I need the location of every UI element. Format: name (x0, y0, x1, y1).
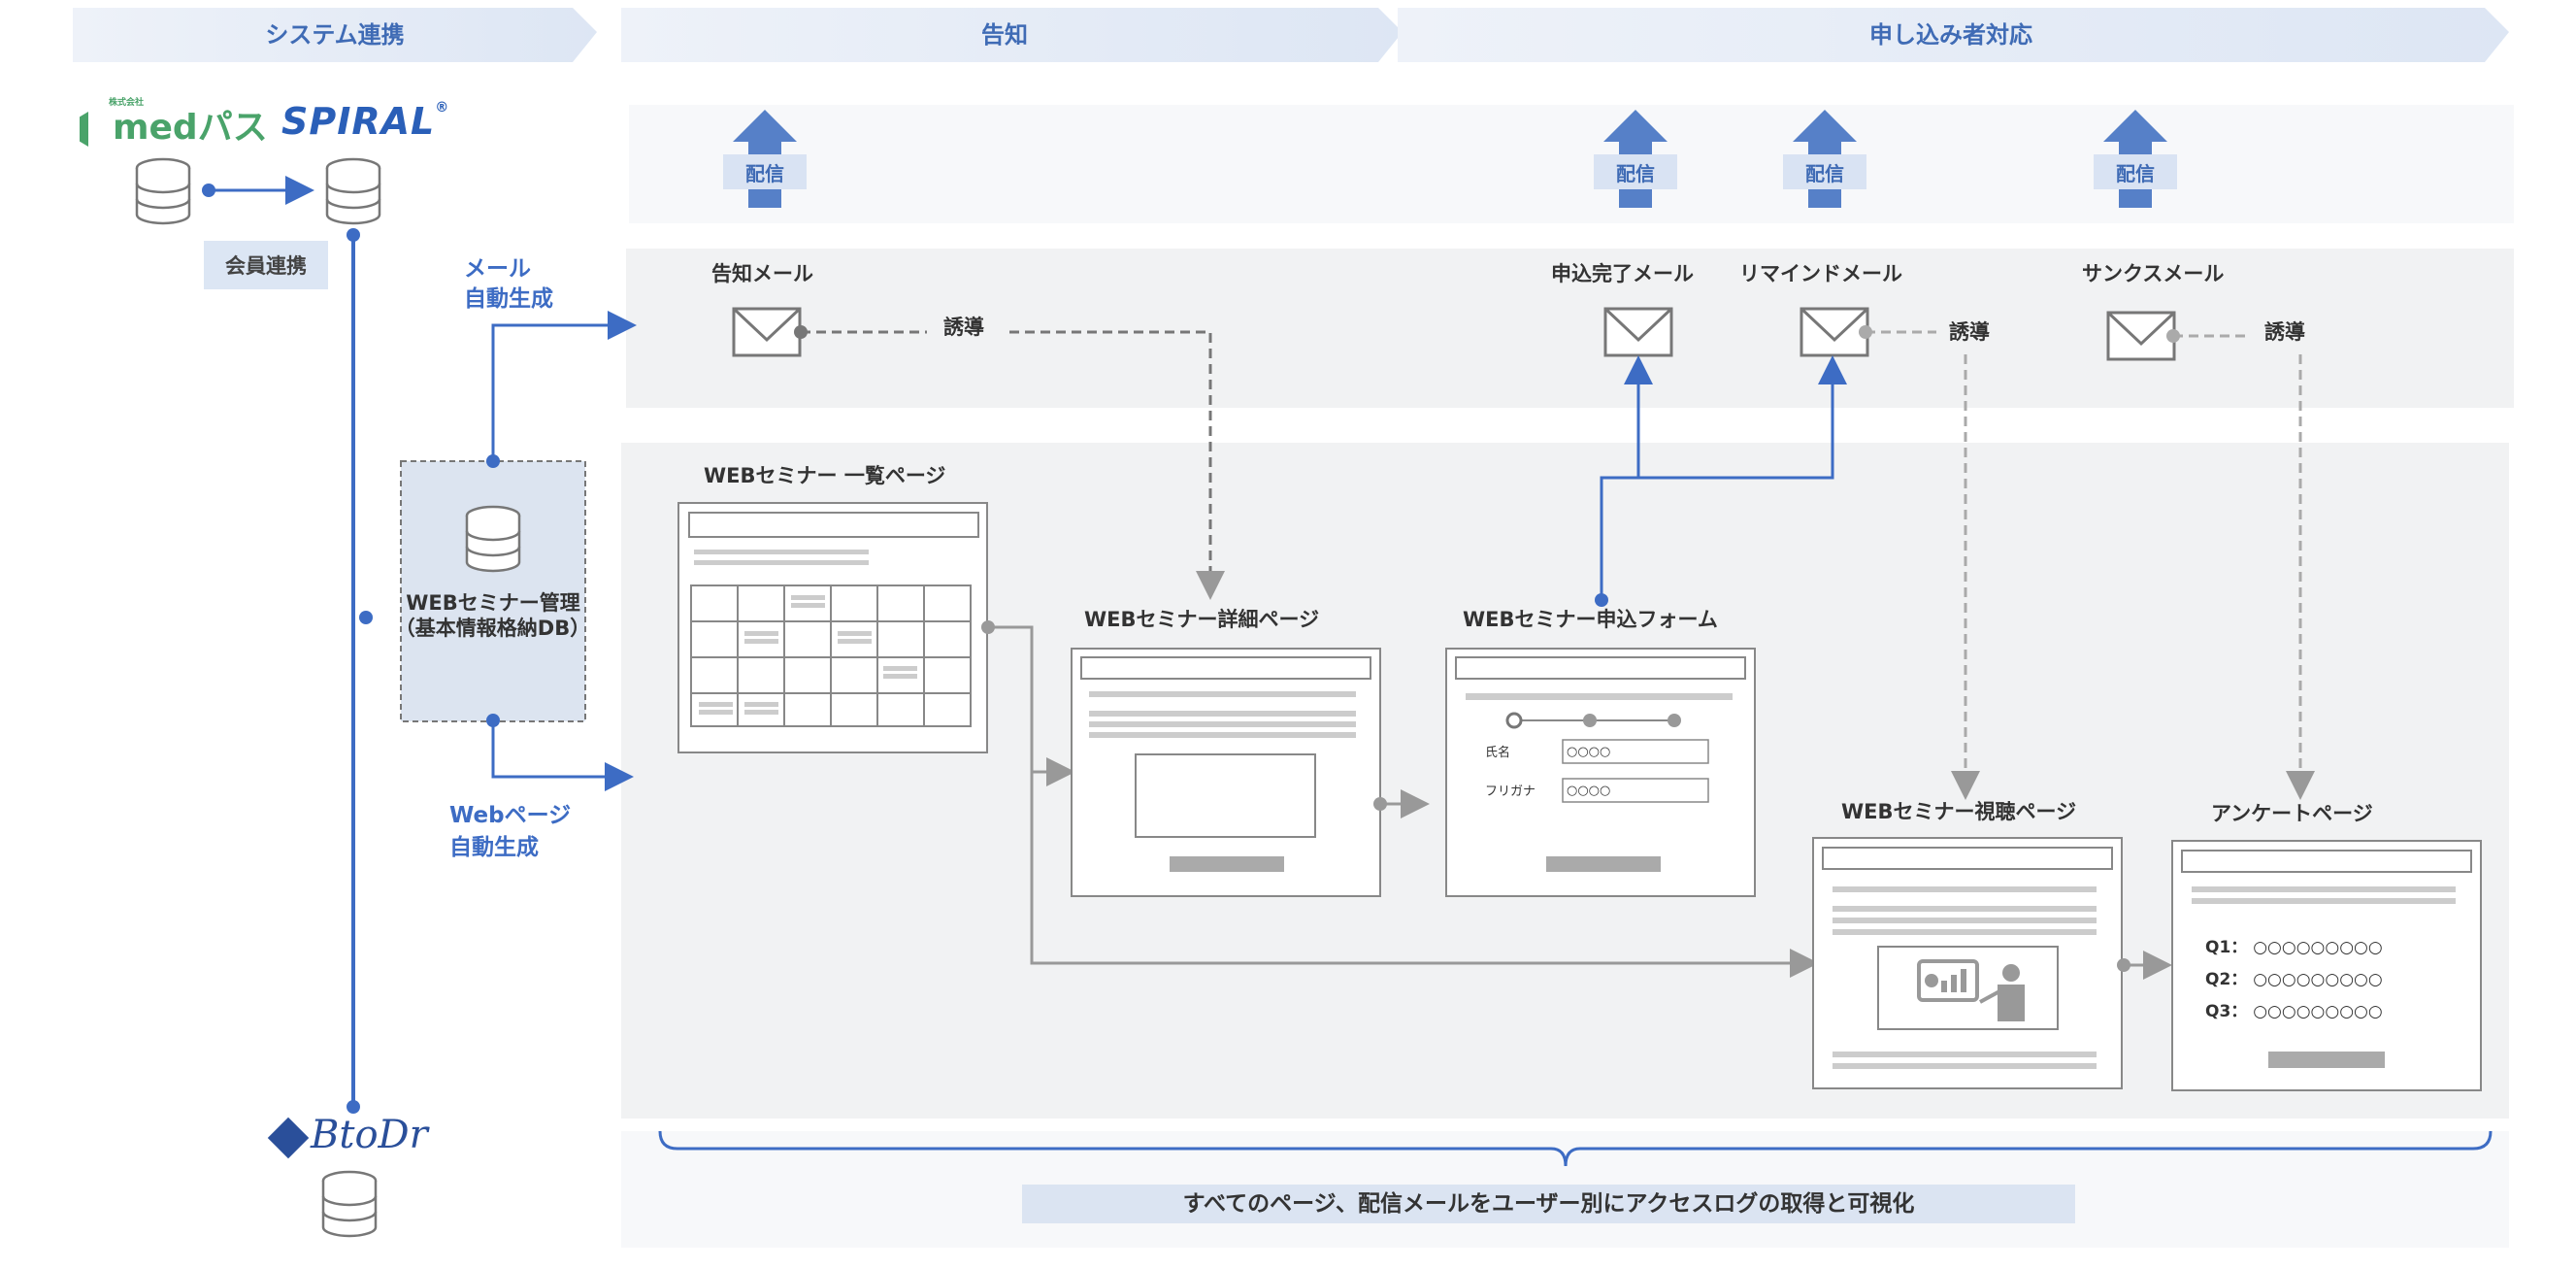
mail-icon (1603, 307, 1673, 357)
db-label-1: WEBセミナー管理 (406, 591, 580, 615)
footer-text: すべてのページ、配信メールをユーザー別にアクセスログの取得と可視化 (1182, 1191, 1915, 1217)
header-announce-label: 告知 (981, 20, 1028, 49)
survey-question: Q1： ○○○○○○○○○ (2205, 938, 2383, 957)
mail-label-complete: 申込完了メール (1551, 262, 1694, 285)
medpass-small-text: 株式会社 (109, 98, 145, 108)
header-system-label: システム連携 (265, 20, 405, 49)
page-title-view: WEBセミナー視聴ページ (1841, 800, 2077, 823)
form-name-value: ○○○○ (1567, 745, 1611, 759)
header-applicant-label: 申し込み者対応 (1869, 20, 2032, 49)
form-name-label: 氏名 (1485, 746, 1511, 760)
page-title-survey: アンケートページ (2211, 802, 2373, 825)
db-label-2: （基本情報格納DB） (394, 617, 591, 640)
survey-page-mock (2171, 840, 2482, 1091)
medpass-text: medパス (113, 108, 268, 148)
presentation-icon (1917, 959, 2025, 1021)
spiral-logo: SPIRAL® (281, 100, 449, 143)
database-icon (325, 157, 381, 225)
form-kana-label: フリガナ (1485, 785, 1536, 799)
header-chevron-announce (621, 8, 1403, 62)
auto-mail-label-2: 自動生成 (464, 286, 553, 312)
footer-brace (658, 1130, 2493, 1167)
auto-mail-label-1: メール (464, 256, 531, 282)
page-title-list: WEBセミナー 一覧ページ (704, 464, 946, 487)
distribute-label: 配信 (1594, 154, 1677, 189)
page-title-form: WEBセミナー申込フォーム (1463, 608, 1718, 631)
spiral-mark: ® (435, 100, 450, 116)
header-system: システム連携 (73, 4, 597, 60)
mail-label-remind: リマインドメール (1739, 262, 1902, 285)
mail-label-announce: 告知メール (711, 262, 813, 285)
btodr-logo: BtoDr (267, 1113, 428, 1159)
auto-web-label-2: 自動生成 (449, 835, 539, 860)
btodr-text: BtoDr (311, 1113, 428, 1157)
guide-label: 誘導 (1949, 320, 1990, 344)
header-chevron-system (73, 8, 597, 62)
page-title-detail: WEBセミナー詳細ページ (1084, 608, 1320, 631)
seminar-db-box (400, 460, 586, 722)
mail-label-thanks: サンクスメール (2082, 262, 2225, 285)
spiral-text: SPIRAL (281, 100, 436, 143)
header-announce: 告知 (621, 4, 1388, 60)
distribute-label: 配信 (1783, 154, 1866, 189)
footer-banner (1022, 1185, 2075, 1223)
member-link-badge: 会員連携 (204, 241, 328, 289)
form-kana-value: ○○○○ (1567, 784, 1611, 798)
database-icon (321, 1170, 378, 1238)
distribute-label: 配信 (723, 154, 807, 189)
mail-icon (732, 307, 802, 357)
database-icon (465, 505, 521, 573)
guide-label: 誘導 (2264, 320, 2305, 344)
distribute-label: 配信 (2094, 154, 2177, 189)
mail-icon (2106, 311, 2176, 361)
header-applicant: 申し込み者対応 (1398, 4, 2504, 60)
database-icon (135, 157, 191, 225)
header-chevron-applicant (1398, 8, 2509, 62)
survey-question: Q2： ○○○○○○○○○ (2205, 970, 2383, 989)
form-page-mock (1445, 648, 1756, 897)
survey-question: Q3： ○○○○○○○○○ (2205, 1002, 2383, 1021)
guide-label: 誘導 (943, 316, 984, 339)
mail-icon (1800, 307, 1869, 357)
auto-web-label-1: Webページ (449, 803, 572, 828)
mail-panel (626, 249, 2514, 408)
distribution-panel (629, 105, 2514, 223)
